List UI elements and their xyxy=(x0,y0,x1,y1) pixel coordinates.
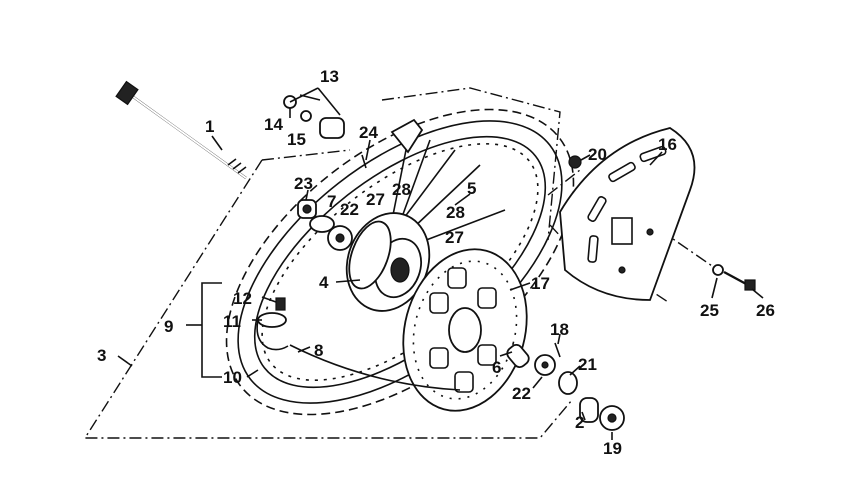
callout-11: 11 xyxy=(223,312,241,331)
callout-18: 18 xyxy=(550,320,569,339)
valve-assembly xyxy=(256,297,461,391)
callout-5: 5 xyxy=(467,179,476,198)
callout-26: 26 xyxy=(756,301,775,320)
callout-22a: 22 xyxy=(340,200,359,219)
left-small-parts xyxy=(283,94,424,251)
callout-3: 3 xyxy=(97,346,106,365)
callout-22b: 22 xyxy=(512,384,531,403)
callout-27a: 27 xyxy=(366,190,385,209)
callout-21: 21 xyxy=(578,355,597,374)
callout-9: 9 xyxy=(164,317,173,336)
right-small-parts xyxy=(506,155,756,431)
callout-labels: 1 13 14 15 24 20 16 23 7 22 27 28 5 28 2… xyxy=(97,67,775,458)
callout-28a: 28 xyxy=(392,180,411,199)
callout-19: 19 xyxy=(603,439,622,458)
callout-15: 15 xyxy=(287,130,306,149)
callout-12: 12 xyxy=(233,289,252,308)
callout-2: 2 xyxy=(575,413,584,432)
callout-6: 6 xyxy=(492,358,501,377)
callout-27b: 27 xyxy=(445,228,464,247)
callout-7: 7 xyxy=(327,192,336,211)
callout-14: 14 xyxy=(264,115,283,134)
callout-16: 16 xyxy=(658,135,677,154)
callout-23: 23 xyxy=(294,174,313,193)
callout-17: 17 xyxy=(531,274,550,293)
callout-28b: 28 xyxy=(446,203,465,222)
callout-1: 1 xyxy=(205,117,214,136)
callout-25: 25 xyxy=(700,301,719,320)
callout-24: 24 xyxy=(359,123,378,142)
brake-disc xyxy=(402,248,528,412)
leader-lines xyxy=(117,87,764,440)
callout-10: 10 xyxy=(223,368,242,387)
callout-4: 4 xyxy=(319,273,329,292)
axle xyxy=(115,80,247,179)
disc-cover xyxy=(559,127,696,301)
callout-8: 8 xyxy=(314,341,323,360)
callout-13: 13 xyxy=(320,67,339,86)
callout-20: 20 xyxy=(588,145,607,164)
